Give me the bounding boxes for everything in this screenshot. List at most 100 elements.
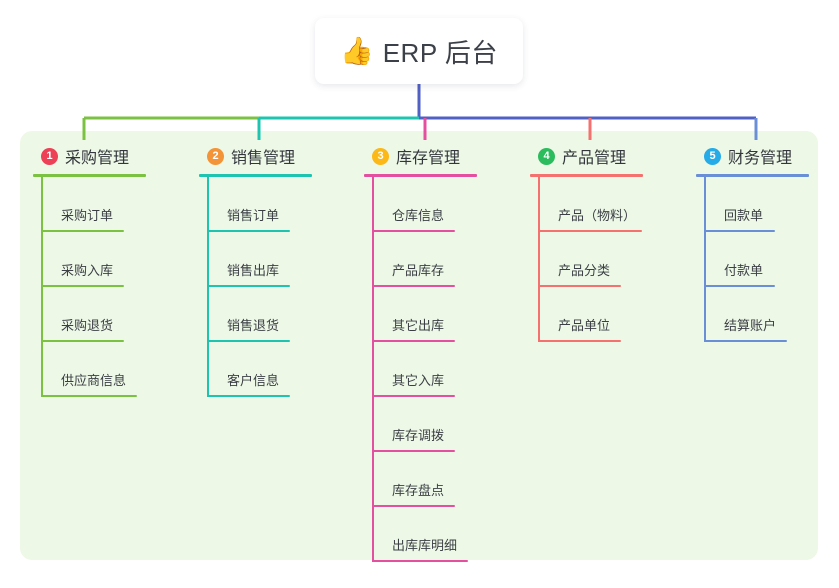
branch-column-3: 3 库存管理仓库信息产品库存其它出库其它入库库存调拨库存盘点出库库明细: [364, 144, 516, 562]
branch-item[interactable]: 仓库信息: [364, 177, 516, 232]
branch-header-rule: [364, 174, 477, 177]
branch-number-badge: 4: [538, 147, 555, 165]
branch-item-rule: [373, 450, 455, 452]
branch-item-label: 销售退货: [227, 318, 280, 333]
branch-item-label: 客户信息: [227, 373, 280, 388]
branch-spine: [41, 177, 43, 397]
branch-item-rule: [539, 340, 621, 342]
branch-item[interactable]: 产品单位: [530, 287, 682, 342]
branch-item[interactable]: 销售出库: [199, 232, 351, 287]
branch-number-badge: 5: [704, 147, 721, 165]
branch-item[interactable]: 采购入库: [33, 232, 185, 287]
branch-item-label: 回款单: [724, 208, 764, 223]
branch-item-label: 其它出库: [392, 318, 445, 333]
branch-header-rule: [530, 174, 643, 177]
branch-header-rule: [33, 174, 146, 177]
branch-item[interactable]: 库存盘点: [364, 452, 516, 507]
branch-item-label: 产品（物料）: [558, 208, 637, 223]
root-node[interactable]: 👍 ERP 后台: [315, 18, 523, 84]
branches-panel: [20, 131, 818, 560]
branch-column-4: 4 产品管理产品（物料） 产品分类产品单位: [530, 144, 682, 342]
branch-item-rule: [373, 340, 455, 342]
branch-item-label: 产品分类: [558, 263, 611, 278]
branch-item-rule: [208, 395, 290, 397]
branch-item-label: 库存盘点: [392, 483, 445, 498]
branch-header-rule: [696, 174, 809, 177]
branch-title: 库存管理: [396, 150, 461, 167]
branch-item[interactable]: 出库库明细: [364, 507, 516, 562]
branch-item-rule: [373, 285, 455, 287]
branch-item-list: 产品（物料） 产品分类产品单位: [530, 177, 682, 342]
branch-header-1[interactable]: 1 采购管理: [33, 144, 185, 168]
branch-item-label: 付款单: [724, 263, 764, 278]
branch-item-list: 采购订单采购入库采购退货供应商信息: [33, 177, 185, 397]
branch-number-badge: 2: [207, 147, 224, 165]
branch-item-list: 销售订单销售出库销售退货客户信息: [199, 177, 351, 397]
branch-item-label: 销售出库: [227, 263, 280, 278]
branch-item-label: 其它入库: [392, 373, 445, 388]
branch-header-5[interactable]: 5 财务管理: [696, 144, 821, 168]
branch-item[interactable]: 结算账户: [696, 287, 821, 342]
branch-item-rule: [208, 340, 290, 342]
branch-spine: [538, 177, 540, 342]
branch-item[interactable]: 采购订单: [33, 177, 185, 232]
branch-title: 销售管理: [231, 150, 296, 167]
branch-header-2[interactable]: 2 销售管理: [199, 144, 351, 168]
branch-item-rule: [705, 285, 775, 287]
branch-item-label: 采购入库: [61, 263, 114, 278]
branch-item-rule: [539, 285, 621, 287]
branch-item-label: 库存调拨: [392, 428, 445, 443]
branch-spine: [372, 177, 374, 562]
branch-title: 财务管理: [728, 150, 793, 167]
branch-item[interactable]: 库存调拨: [364, 397, 516, 452]
branch-item-list: 仓库信息产品库存其它出库其它入库库存调拨库存盘点出库库明细: [364, 177, 516, 562]
branch-item[interactable]: 回款单: [696, 177, 821, 232]
branch-item-list: 回款单付款单结算账户: [696, 177, 821, 342]
branch-item[interactable]: 供应商信息: [33, 342, 185, 397]
branch-spine: [207, 177, 209, 397]
branch-item[interactable]: 其它出库: [364, 287, 516, 342]
branch-item-rule: [208, 285, 290, 287]
branch-item-label: 仓库信息: [392, 208, 445, 223]
branch-item[interactable]: 产品（物料）: [530, 177, 682, 232]
branch-item[interactable]: 销售退货: [199, 287, 351, 342]
branch-item-rule: [705, 230, 775, 232]
branch-item-rule: [539, 230, 642, 232]
branch-item[interactable]: 付款单: [696, 232, 821, 287]
branch-number-badge: 3: [372, 147, 389, 165]
branch-item-label: 出库库明细: [392, 538, 458, 553]
branch-item[interactable]: 客户信息: [199, 342, 351, 397]
branch-item-label: 结算账户: [724, 318, 777, 333]
branch-item-label: 产品库存: [392, 263, 445, 278]
branch-item[interactable]: 产品分类: [530, 232, 682, 287]
branch-title: 采购管理: [65, 150, 130, 167]
branch-item-rule: [373, 560, 468, 562]
branch-column-2: 2 销售管理销售订单销售出库销售退货客户信息: [199, 144, 351, 397]
branch-item-label: 采购订单: [61, 208, 114, 223]
branch-item-rule: [42, 395, 137, 397]
branch-column-5: 5 财务管理回款单付款单结算账户: [696, 144, 821, 342]
branch-item[interactable]: 销售订单: [199, 177, 351, 232]
branch-column-1: 1 采购管理采购订单采购入库采购退货供应商信息: [33, 144, 185, 397]
branch-title: 产品管理: [562, 150, 627, 167]
branch-item-rule: [42, 285, 124, 287]
branch-item-rule: [373, 395, 455, 397]
branch-item-label: 销售订单: [227, 208, 280, 223]
branch-header-4[interactable]: 4 产品管理: [530, 144, 682, 168]
branch-item-label: 采购退货: [61, 318, 114, 333]
branch-spine: [704, 177, 706, 342]
branch-header-3[interactable]: 3 库存管理: [364, 144, 516, 168]
branch-item[interactable]: 产品库存: [364, 232, 516, 287]
branch-item[interactable]: 采购退货: [33, 287, 185, 342]
thumbs-up-icon: 👍: [340, 35, 374, 66]
branch-item-rule: [373, 505, 455, 507]
branch-item-label: 产品单位: [558, 318, 611, 333]
branch-item-rule: [705, 340, 787, 342]
branch-number-badge: 1: [41, 147, 58, 165]
branch-item-label: 供应商信息: [61, 373, 127, 388]
branch-item-rule: [373, 230, 455, 232]
branch-header-rule: [199, 174, 312, 177]
branch-item[interactable]: 其它入库: [364, 342, 516, 397]
root-node-title: ERP 后台: [382, 37, 498, 68]
